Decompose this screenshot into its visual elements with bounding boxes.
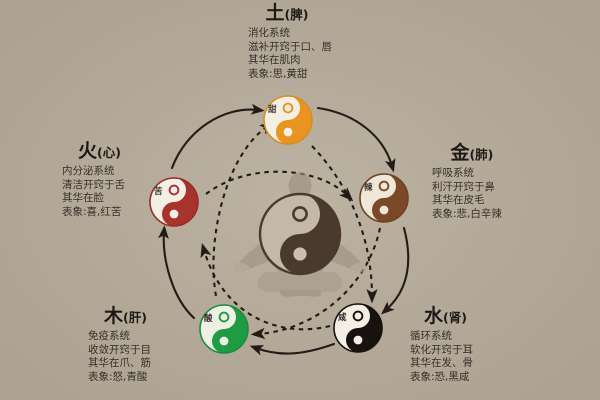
element-organ-wood: (肝) bbox=[123, 310, 147, 325]
element-line: 软化开窍于耳 bbox=[410, 343, 473, 356]
center-meditating-figure bbox=[232, 168, 368, 300]
element-line: 内分泌系统 bbox=[62, 165, 115, 178]
center-taiji-icon bbox=[258, 192, 342, 276]
taste-label-fire: 苦 bbox=[154, 187, 163, 197]
element-lines-earth: 消化系统 滋补开窍于口、唇 其华在肌肉 表象:思,黄甜 bbox=[248, 27, 332, 81]
element-organ-earth: (脾) bbox=[284, 7, 309, 22]
element-organ-water: (肾) bbox=[443, 310, 467, 325]
element-lines-water: 循环系统 软化开窍于耳 其华在发、骨 表象:恐,黑咸 bbox=[410, 330, 473, 384]
yin-yang-metal[interactable]: 辣 bbox=[358, 172, 410, 224]
element-line: 消化系统 bbox=[248, 27, 290, 40]
element-line: 表象:思,黄甜 bbox=[248, 67, 308, 80]
element-line: 表象:喜,红苦 bbox=[62, 205, 122, 218]
element-char-metal: 金 bbox=[450, 142, 470, 164]
element-line: 其华在脸 bbox=[62, 192, 104, 205]
element-line: 收敛开窍于目 bbox=[88, 343, 151, 356]
taste-label-water: 咸 bbox=[338, 313, 347, 323]
element-heading-earth: 土(脾) bbox=[242, 2, 332, 24]
element-line: 免疫系统 bbox=[88, 330, 130, 343]
element-char-water: 水 bbox=[424, 305, 444, 327]
element-line: 滋补开窍于口、唇 bbox=[248, 40, 332, 53]
element-line: 表象:恐,黑咸 bbox=[410, 370, 470, 383]
element-block-fire: 火(心) 内分泌系统 清洁开窍于舌 其华在脸 表象:喜,红苦 bbox=[62, 140, 125, 219]
element-lines-fire: 内分泌系统 清洁开窍于舌 其华在脸 表象:喜,红苦 bbox=[62, 165, 125, 219]
yin-yang-earth[interactable]: 甜 bbox=[262, 94, 314, 146]
element-char-wood: 木 bbox=[104, 305, 124, 327]
element-heading-metal: 金(肺) bbox=[442, 142, 502, 164]
element-line: 其华在爪、筋 bbox=[88, 357, 151, 370]
element-line: 呼吸系统 bbox=[432, 167, 474, 180]
element-block-wood: 木(肝) 免疫系统 收敛开窍于目 其华在爪、筋 表象:怒,青酸 bbox=[88, 305, 151, 384]
element-lines-metal: 呼吸系统 利汗开窍于鼻 其华在皮毛 表象:悲,白辛辣 bbox=[432, 167, 502, 221]
element-line: 其华在皮毛 bbox=[432, 194, 485, 207]
element-line: 其华在发、骨 bbox=[410, 357, 473, 370]
element-block-metal: 金(肺) 呼吸系统 利汗开窍于鼻 其华在皮毛 表象:悲,白辛辣 bbox=[432, 142, 502, 221]
taste-label-wood: 酸 bbox=[204, 314, 213, 324]
taste-label-metal: 辣 bbox=[364, 183, 373, 193]
element-organ-fire: (心) bbox=[97, 145, 121, 160]
element-heading-water: 水(肾) bbox=[418, 305, 473, 327]
yin-yang-wood[interactable]: 酸 bbox=[198, 303, 250, 355]
element-line: 其华在肌肉 bbox=[248, 54, 301, 67]
element-heading-fire: 火(心) bbox=[74, 140, 125, 162]
yin-yang-water[interactable]: 咸 bbox=[332, 302, 384, 354]
element-line: 利汗开窍于鼻 bbox=[432, 180, 495, 193]
element-lines-wood: 免疫系统 收敛开窍于目 其华在爪、筋 表象:怒,青酸 bbox=[88, 330, 151, 384]
element-char-earth: 土 bbox=[265, 2, 285, 24]
element-line: 清洁开窍于舌 bbox=[62, 178, 125, 191]
element-line: 表象:怒,青酸 bbox=[88, 370, 148, 383]
element-heading-wood: 木(肝) bbox=[100, 305, 151, 327]
element-block-water: 水(肾) 循环系统 软化开窍于耳 其华在发、骨 表象:恐,黑咸 bbox=[410, 305, 473, 384]
taste-label-earth: 甜 bbox=[268, 105, 277, 115]
element-organ-metal: (肺) bbox=[469, 147, 494, 162]
element-block-earth: 土(脾) 消化系统 滋补开窍于口、唇 其华在肌肉 表象:思,黄甜 bbox=[248, 2, 332, 81]
element-line: 循环系统 bbox=[410, 330, 452, 343]
yin-yang-fire[interactable]: 苦 bbox=[148, 176, 200, 228]
element-char-fire: 火 bbox=[78, 140, 98, 162]
element-line: 表象:悲,白辛辣 bbox=[432, 207, 502, 220]
